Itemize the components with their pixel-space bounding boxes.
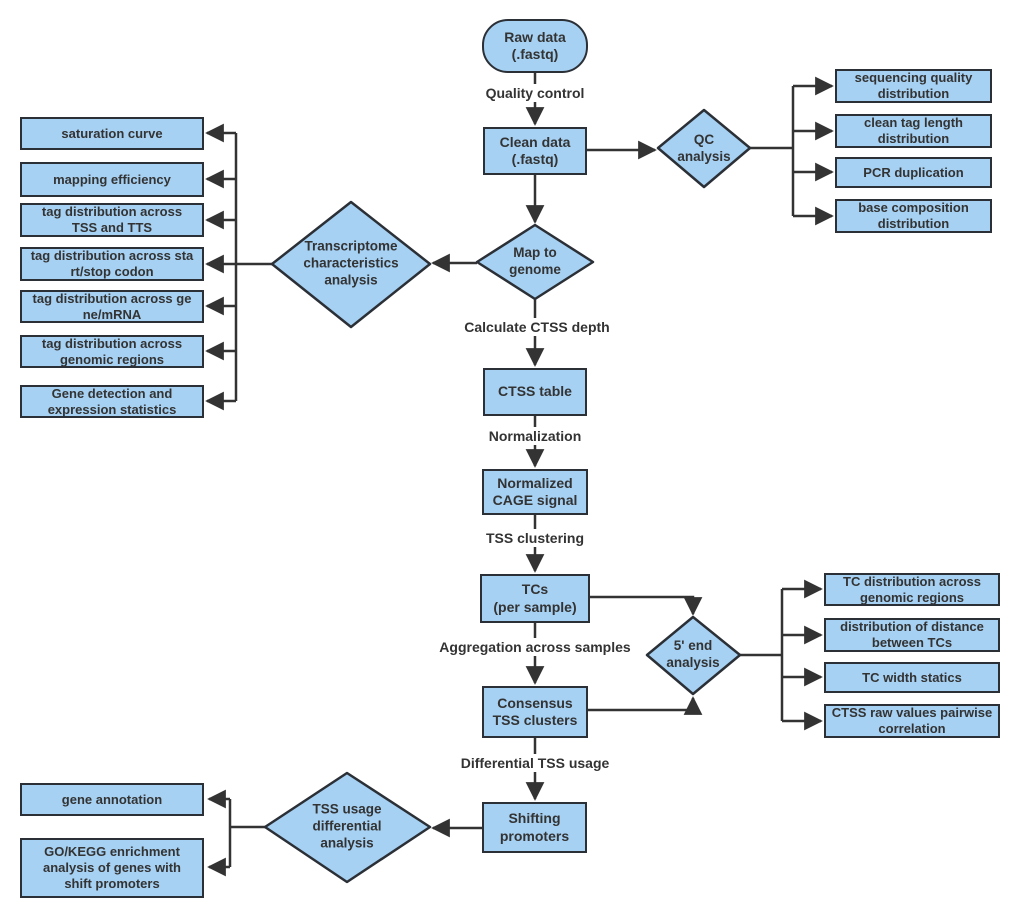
normalized-cage-node: Normalized CAGE signal bbox=[482, 469, 588, 515]
transcriptome-analysis-label: Transcriptome characteristics analysis bbox=[303, 238, 399, 288]
edge-label-normalization: Normalization bbox=[482, 427, 588, 445]
edge-tcs-fiveend bbox=[590, 595, 703, 616]
tss-usage-analysis-label: TSS usage differential analysis bbox=[312, 801, 382, 851]
transcriptome-analysis-diamond bbox=[270, 200, 432, 329]
edge-label-quality-control: Quality control bbox=[479, 84, 591, 102]
map-to-genome-diamond bbox=[475, 223, 595, 301]
five-end-analysis-label: 5' end analysis bbox=[666, 638, 720, 670]
map-to-genome-label: Map to genome bbox=[509, 245, 561, 277]
ctss-table-node: CTSS table bbox=[483, 368, 587, 416]
edge-consensus-fiveend bbox=[588, 696, 703, 715]
transcriptome-output-saturation-curve: saturation curve bbox=[20, 117, 204, 150]
fiveend-output-tc-distribution: TC distribution across genomic regions bbox=[824, 573, 1000, 606]
tss-usage-analysis-diamond bbox=[263, 771, 432, 884]
qc-analysis-label: QC analysis bbox=[677, 132, 731, 164]
transcriptome-output-mapping-efficiency: mapping efficiency bbox=[20, 162, 204, 197]
raw-data-node: Raw data (.fastq) bbox=[482, 19, 588, 73]
edge-label-tss-clustering: TSS clustering bbox=[479, 529, 591, 547]
transcriptome-output-start-stop-codon: tag distribution across sta rt/stop codo… bbox=[20, 247, 204, 281]
transcriptome-output-gene-mrna: tag distribution across ge ne/mRNA bbox=[20, 290, 204, 323]
qc-output-sequencing-quality: sequencing quality distribution bbox=[835, 69, 992, 103]
transcriptome-output-genomic-regions: tag distribution across genomic regions bbox=[20, 335, 204, 368]
tcs-per-sample-node: TCs (per sample) bbox=[480, 574, 590, 623]
consensus-tss-clusters-node: Consensus TSS clusters bbox=[482, 686, 588, 738]
shifting-promoters-node: Shifting promoters bbox=[482, 802, 587, 853]
fiveend-output-tc-width-statics: TC width statics bbox=[824, 662, 1000, 693]
fiveend-output-ctss-pairwise-correlation: CTSS raw values pairwise correlation bbox=[824, 704, 1000, 738]
clean-data-node: Clean data (.fastq) bbox=[483, 127, 587, 175]
shift-output-go-kegg-enrichment: GO/KEGG enrichment analysis of genes wit… bbox=[20, 838, 204, 898]
transcriptome-output-tss-tts: tag distribution across TSS and TTS bbox=[20, 203, 204, 237]
qc-output-base-composition: base composition distribution bbox=[835, 199, 992, 233]
qc-analysis-diamond bbox=[656, 108, 752, 189]
edge-label-calculate-ctss-depth: Calculate CTSS depth bbox=[458, 318, 616, 336]
fiveend-output-distance-between-tcs: distribution of distance between TCs bbox=[824, 618, 1000, 652]
qc-output-pcr-duplication: PCR duplication bbox=[835, 157, 992, 188]
five-end-analysis-diamond bbox=[645, 615, 742, 696]
shift-output-gene-annotation: gene annotation bbox=[20, 783, 204, 816]
transcriptome-output-gene-detection: Gene detection and expression statistics bbox=[20, 385, 204, 418]
qc-output-clean-tag-length: clean tag length distribution bbox=[835, 114, 992, 148]
edge-label-aggregation: Aggregation across samples bbox=[433, 638, 637, 656]
edge-label-differential-tss-usage: Differential TSS usage bbox=[454, 754, 616, 772]
